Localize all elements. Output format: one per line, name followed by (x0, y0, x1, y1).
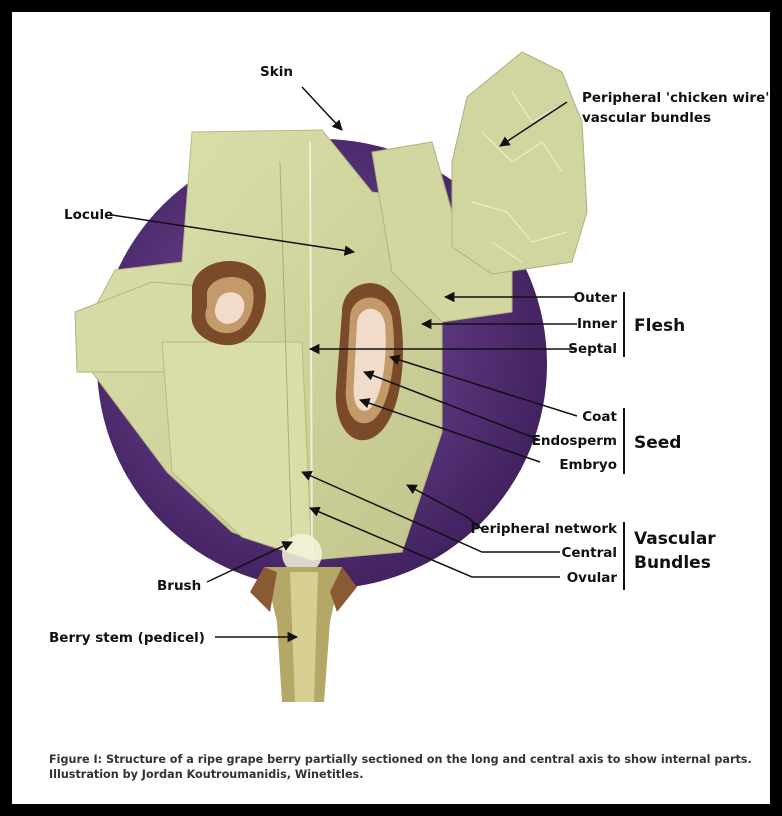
label-chicken-wire-1: Peripheral 'chicken wire' (582, 90, 769, 106)
label-vascular-1: Vascular (634, 529, 716, 549)
figure-caption: Figure I: Structure of a ripe grape berr… (49, 752, 769, 782)
figure-frame: Skin Peripheral 'chicken wire' vascular … (12, 12, 770, 804)
label-peripheral-network: Peripheral network (471, 521, 618, 537)
berry-stem (250, 567, 357, 702)
label-coat: Coat (582, 409, 617, 425)
label-skin: Skin (260, 64, 293, 80)
label-septal: Septal (568, 341, 617, 357)
label-outer: Outer (574, 290, 618, 306)
label-vascular-2: Bundles (634, 553, 711, 573)
label-berry-stem: Berry stem (pedicel) (49, 630, 205, 646)
label-chicken-wire-2: vascular bundles (582, 110, 711, 126)
label-inner: Inner (577, 316, 617, 332)
label-endosperm: Endosperm (532, 433, 617, 449)
label-seed: Seed (634, 433, 681, 453)
chicken-wire-flap (452, 52, 587, 274)
label-central: Central (561, 545, 617, 561)
label-locule: Locule (64, 207, 113, 223)
label-flesh: Flesh (634, 316, 685, 336)
arrow-skin (302, 87, 342, 130)
label-brush: Brush (157, 578, 201, 594)
grape-berry-diagram: Skin Peripheral 'chicken wire' vascular … (12, 12, 770, 804)
label-ovular: Ovular (567, 570, 618, 586)
label-embryo: Embryo (559, 457, 617, 473)
